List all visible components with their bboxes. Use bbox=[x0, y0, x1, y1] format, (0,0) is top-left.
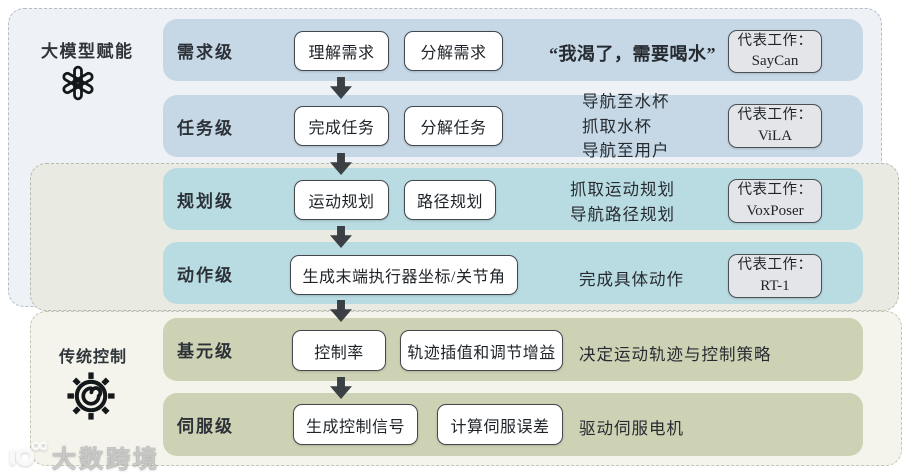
process-box-compute-servo-error: 计算伺服误差 bbox=[437, 404, 563, 445]
process-box-decompose-demand: 分解需求 bbox=[404, 31, 503, 71]
section-label-llm: 大模型赋能 bbox=[41, 42, 134, 61]
openai-logo-icon bbox=[59, 64, 97, 107]
badge-title: 代表工作： bbox=[737, 182, 813, 199]
level-label-action: 动作级 bbox=[177, 265, 234, 285]
badge-name: VoxPoser bbox=[746, 202, 804, 219]
description-task: 导航至水杯 抓取水杯 导航至用户 bbox=[582, 92, 670, 160]
level-label-primitive: 基元级 bbox=[177, 342, 234, 361]
gear-icon bbox=[65, 370, 117, 427]
level-label-demand: 需求级 bbox=[177, 42, 234, 62]
watermark-brand: 大数跨境 bbox=[52, 446, 160, 474]
badge-title: 代表工作： bbox=[737, 257, 813, 274]
process-box-understand-demand: 理解需求 bbox=[294, 31, 389, 71]
process-box-trajectory-interpolation: 轨迹插值和调节增益 bbox=[400, 330, 563, 371]
watermark: 大数跨境 bbox=[7, 439, 160, 474]
watermark-logo-icon bbox=[7, 440, 48, 473]
description-planning: 抓取运动规划 导航路径规划 bbox=[570, 180, 675, 224]
badge-name: ViLA bbox=[757, 127, 793, 144]
level-label-planning: 规划级 bbox=[177, 191, 234, 211]
representative-work-badge-voxposer: 代表工作： VoxPoser bbox=[728, 179, 822, 223]
process-box-end-effector: 生成末端执行器坐标/关节角 bbox=[290, 255, 518, 295]
description-demand: “我渴了，需要喝水” bbox=[549, 44, 716, 64]
description-primitive: 决定运动轨迹与控制策略 bbox=[579, 345, 772, 364]
description-action: 完成具体动作 bbox=[579, 270, 684, 289]
process-box-generate-control-signal: 生成控制信号 bbox=[293, 404, 418, 445]
badge-name: RT-1 bbox=[760, 277, 790, 294]
badge-title: 代表工作： bbox=[737, 32, 813, 49]
badge-name: SayCan bbox=[751, 53, 799, 70]
process-box-path-planning: 路径规划 bbox=[404, 180, 496, 220]
level-label-servo: 伺服级 bbox=[177, 417, 234, 436]
representative-work-badge-rt1: 代表工作： RT-1 bbox=[728, 254, 822, 298]
representative-work-badge-saycan: 代表工作： SayCan bbox=[728, 30, 822, 73]
process-box-complete-task: 完成任务 bbox=[294, 106, 389, 146]
section-label-traditional: 传统控制 bbox=[59, 349, 128, 366]
process-box-motion-planning: 运动规划 bbox=[294, 180, 389, 220]
description-servo: 驱动伺服电机 bbox=[579, 419, 684, 438]
process-box-control-rate: 控制率 bbox=[292, 330, 386, 371]
representative-work-badge-vila: 代表工作： ViLA bbox=[728, 104, 822, 148]
badge-title: 代表工作： bbox=[737, 107, 813, 124]
process-box-decompose-task: 分解任务 bbox=[404, 106, 503, 146]
level-label-task: 任务级 bbox=[177, 118, 234, 138]
